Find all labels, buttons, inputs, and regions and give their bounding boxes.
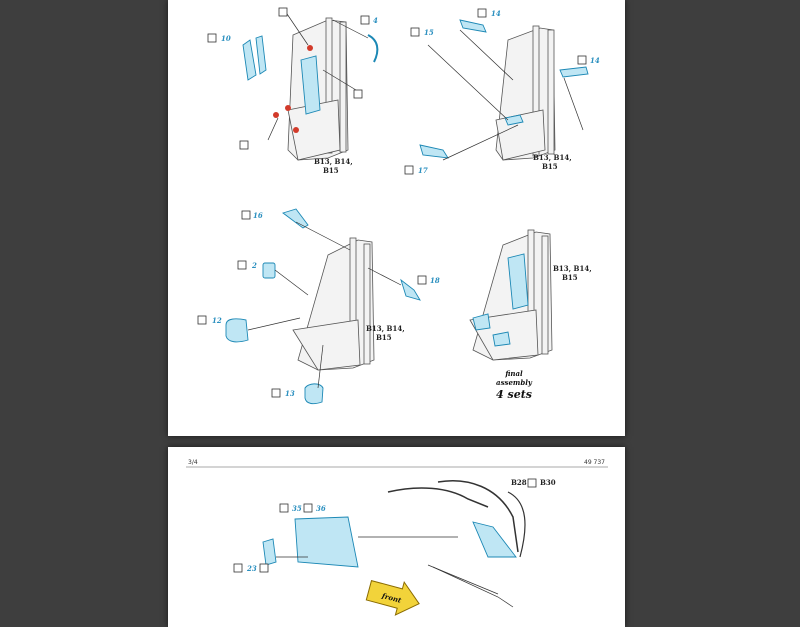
part-number-14: 14 <box>491 9 501 18</box>
front-arrow: front <box>365 579 420 616</box>
instruction-drawing-top: 10 4 B13, B14, B15 14 15 1 <box>197 7 600 405</box>
step-3-labels: 16 2 12 18 13 B13, B14, B15 <box>197 210 440 398</box>
page-number-left: 3/4 <box>188 459 198 466</box>
target-b28: B28 <box>511 478 527 487</box>
step-1-labels: 10 4 B13, B14, B15 <box>207 15 378 175</box>
red-marker <box>285 105 291 111</box>
part-number-36: 36 <box>316 504 326 513</box>
part-panel-35-36 <box>294 516 359 568</box>
part-number-13: 13 <box>285 389 295 398</box>
part-number-2: 2 <box>251 261 257 270</box>
svg-text:B15: B15 <box>376 333 392 342</box>
part-number-35: 35 <box>292 504 302 513</box>
part-number-16: 16 <box>253 211 263 220</box>
bottom-labels: 35 36 23 B28 B30 <box>233 478 556 573</box>
final-caption-2: assembly <box>496 378 533 387</box>
red-marker <box>273 112 279 118</box>
step-1-seat <box>239 7 379 161</box>
part-number-12: 12 <box>212 316 222 325</box>
svg-text:B13, B14,: B13, B14, <box>533 153 572 162</box>
step-4-seat <box>469 229 553 361</box>
step-3-seat <box>225 208 421 405</box>
final-caption-3: 4 sets <box>496 388 532 401</box>
canopy-frame <box>387 480 526 608</box>
svg-text:B15: B15 <box>323 166 339 175</box>
part-number-4: 4 <box>373 16 378 25</box>
red-marker <box>307 45 313 51</box>
part-panel-front <box>472 521 517 558</box>
part-number-23: 23 <box>246 564 257 573</box>
step-2-labels: 14 15 14 17 B13, B14, B15 <box>404 8 600 175</box>
svg-text:B15: B15 <box>562 273 578 282</box>
instruction-drawing-bottom: 3/4 49 737 35 36 23 B28 B30 <box>186 459 608 616</box>
page-number-right: 49 737 <box>584 459 605 466</box>
target-b30: B30 <box>540 478 556 487</box>
red-marker <box>293 127 299 133</box>
part-23 <box>262 538 277 566</box>
part-number-18: 18 <box>430 276 440 285</box>
svg-text:B15: B15 <box>542 162 558 171</box>
part-number-10: 10 <box>221 34 231 43</box>
instruction-page-bottom: 3/4 49 737 35 36 23 B28 B30 <box>168 447 625 627</box>
target-label-step-1: B13, B14, <box>314 157 353 166</box>
instruction-page-top: 10 4 B13, B14, B15 14 15 1 <box>168 0 625 436</box>
step-4-labels: B13, B14, B15 final assembly 4 sets <box>496 264 592 401</box>
part-number-14b: 14 <box>590 56 600 65</box>
step-2-seat <box>419 19 589 161</box>
part-number-15: 15 <box>424 28 434 37</box>
svg-text:B13, B14,: B13, B14, <box>553 264 592 273</box>
part-number-17: 17 <box>418 166 428 175</box>
final-caption-1: final <box>504 369 523 378</box>
svg-text:B13, B14,: B13, B14, <box>366 324 405 333</box>
